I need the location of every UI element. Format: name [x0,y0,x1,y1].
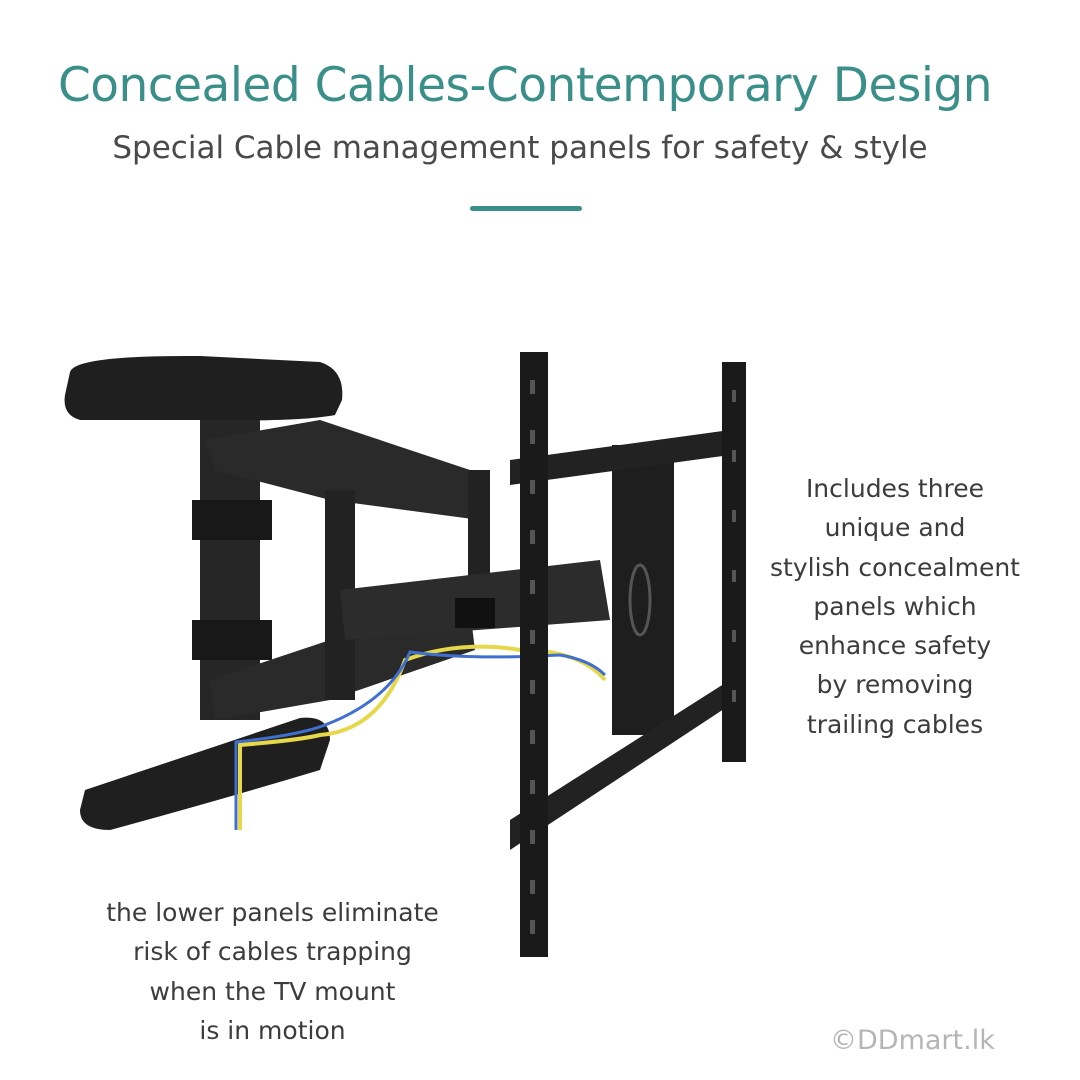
note-line: stylish concealment [770,552,1020,582]
note-line: panels which [813,591,977,621]
page-title: Concealed Cables-Contemporary Design [57,58,993,113]
note-line: risk of cables trapping [133,937,412,967]
rail-top [510,430,730,485]
note-line: is in motion [199,1015,346,1045]
note-line: Includes three [805,474,985,503]
note-line: trailing cables [806,709,984,739]
watermark: ©DDmart.lk [830,1025,995,1056]
wall-plate-top [64,355,343,421]
cable-blue [234,650,607,830]
lower-panels-note: the lower panels eliminate risk of cable… [80,893,465,1050]
page-subtitle: Special Cable management panels for safe… [112,130,928,166]
note-line: the lower panels eliminate [106,898,439,927]
note-line: by removing [816,670,974,700]
note-line: enhance safety [798,631,992,661]
note-line: unique and [824,513,966,543]
title-divider [470,206,582,211]
note-line: when the TV mount [149,976,396,1006]
wall-plate-bottom [80,717,330,830]
rail-bottom [510,680,730,850]
upper-arm [205,420,480,520]
concealment-panels-note: Includes three unique and stylish concea… [755,469,1035,744]
tv-plate [612,445,674,735]
tv-bar-left [520,352,548,957]
